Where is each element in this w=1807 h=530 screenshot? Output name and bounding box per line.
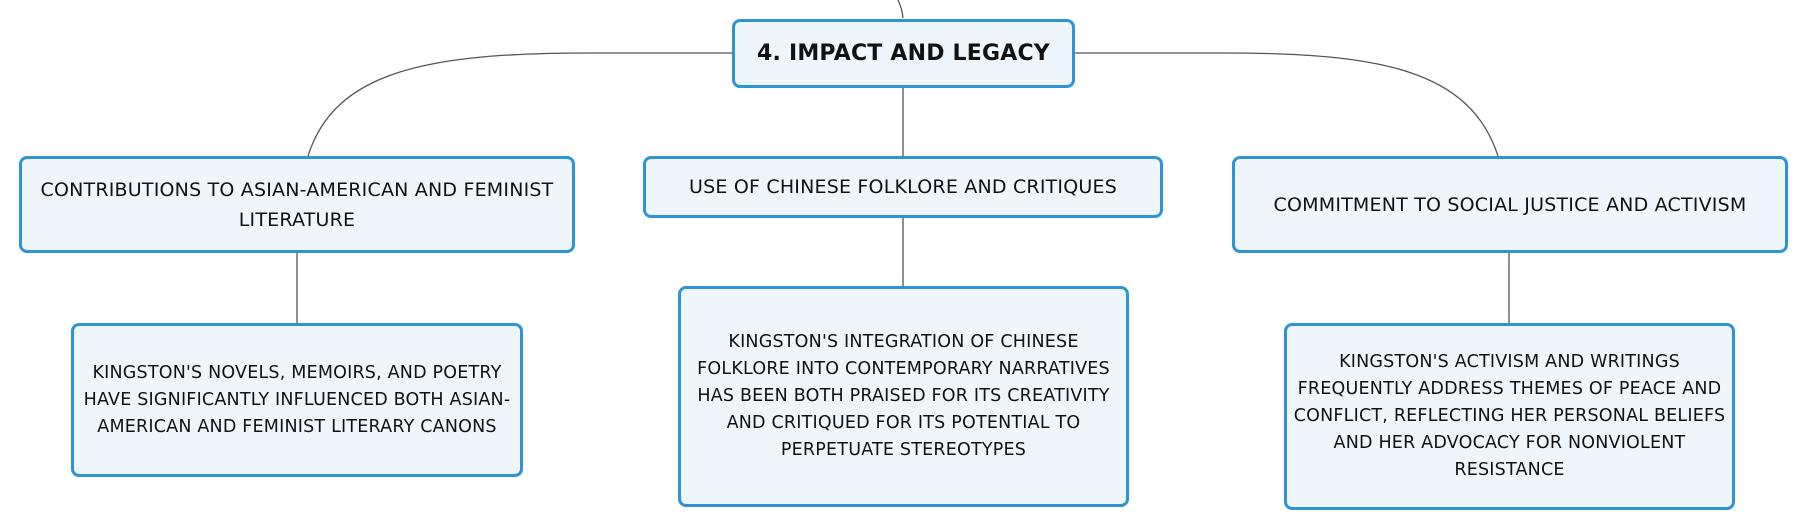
central-topic-label: 4. Impact and Legacy [757,41,1050,66]
leaf-node-social-justice-detail[interactable]: Kingston's activism and writings frequen… [1284,323,1735,510]
leaf-text-social-justice-detail: Kingston's activism and writings frequen… [1293,352,1726,480]
leaf-text-contributions-detail: Kingston's novels, memoirs, and poetry h… [83,362,511,437]
branch-label-social-justice: Commitment to Social Justice and Activis… [1273,193,1747,216]
leaf-node-folklore-detail[interactable]: Kingston's integration of Chinese folklo… [678,286,1129,507]
leaf-text-folklore-detail: Kingston's integration of Chinese folklo… [697,332,1110,460]
connector-parent-to-central [897,0,904,19]
connector-central-to-right-branch [1075,52,1499,157]
branch-node-folklore[interactable]: Use of Chinese Folklore and Critiques [643,156,1163,218]
branch-label-folklore: Use of Chinese Folklore and Critiques [689,176,1117,198]
branch-node-contributions[interactable]: Contributions to Asian-American and Femi… [19,156,575,253]
central-topic-node[interactable]: 4. Impact and Legacy [732,19,1075,88]
branch-node-social-justice[interactable]: Commitment to Social Justice and Activis… [1232,156,1788,253]
leaf-node-contributions-detail[interactable]: Kingston's novels, memoirs, and poetry h… [71,323,523,477]
branch-label-contributions: Contributions to Asian-American and Femi… [40,178,554,231]
connector-central-to-left-branch [307,52,732,157]
